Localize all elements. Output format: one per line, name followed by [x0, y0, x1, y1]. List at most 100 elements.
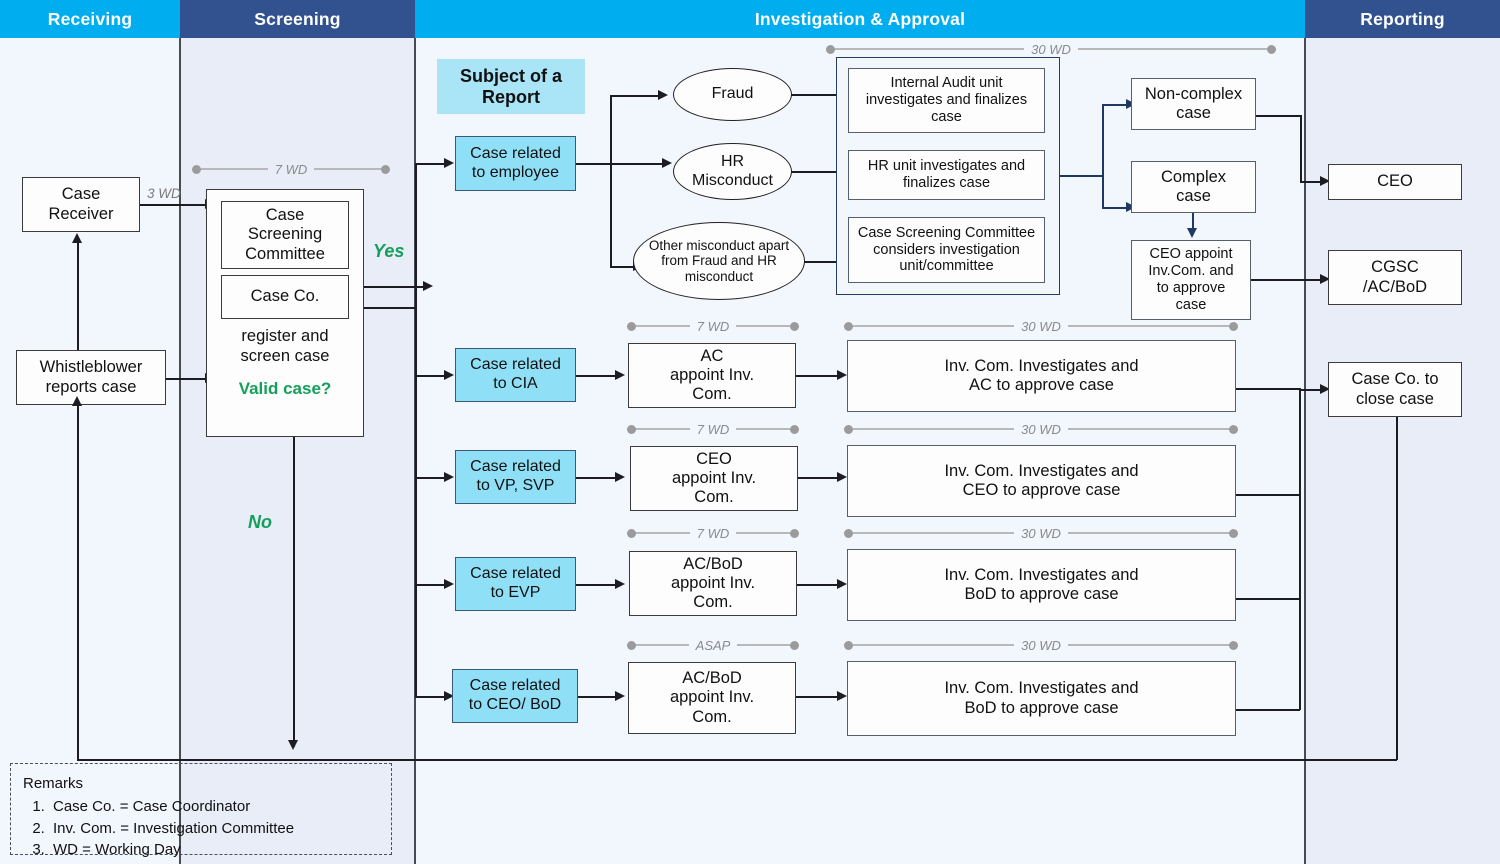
- row4-appoint-line1: AC/BoD: [682, 669, 742, 688]
- connector-split-to-fraud: [610, 95, 660, 97]
- node-case-screening-committee-considers[interactable]: Case Screening Committee considers inves…: [848, 217, 1045, 283]
- row1-inv-line2: AC to approve case: [969, 376, 1114, 394]
- node-case-related-to-vp-svp[interactable]: Case related to VP, SVP: [455, 450, 576, 504]
- node-row3-invcom-approve[interactable]: Inv. Com. Investigates and BoD to approv…: [847, 549, 1236, 621]
- dot: [627, 640, 636, 650]
- node-case-receiver[interactable]: Case Receiver: [22, 177, 140, 232]
- node-non-complex-case[interactable]: Non-complex case: [1131, 78, 1256, 130]
- arrowhead-to-hr: [662, 158, 672, 168]
- connector-employee-out: [576, 163, 611, 165]
- connector-ceoappoint-to-cgsc: [1251, 279, 1322, 281]
- hr-line2: Misconduct: [692, 171, 773, 189]
- duration-label-row2-appoint: 7 WD: [696, 421, 730, 437]
- connector-to-cia-box: [415, 375, 445, 377]
- bar: [736, 325, 790, 327]
- node-report-ceo[interactable]: CEO: [1328, 164, 1462, 200]
- duration-label-row1-inv: 30 WD: [1021, 318, 1061, 334]
- arrowhead-to-evp-box: [444, 579, 454, 589]
- branch-label-no: No: [248, 512, 272, 532]
- dot: [1229, 640, 1239, 650]
- connector-to-noncomplex: [1102, 104, 1128, 106]
- hrunit-line2: finalizes case: [902, 175, 991, 191]
- duration-label-top: 30 WD: [1031, 41, 1071, 57]
- csc-line3: Committee: [245, 244, 325, 263]
- node-case-related-to-ceo-bod[interactable]: Case related to CEO/ BoD: [452, 669, 578, 723]
- node-case-co[interactable]: Case Co.: [221, 275, 349, 319]
- connector-to-evp-box: [415, 584, 445, 586]
- lane-header-screening: Screening: [180, 0, 415, 38]
- connector-row4-out: [1236, 709, 1300, 711]
- row2-appoint-line1: CEO: [696, 449, 732, 468]
- duration-dot-left: [192, 164, 201, 174]
- arrowhead-ceobod-to-appoint: [615, 691, 625, 701]
- node-row1-invcom-approve[interactable]: Inv. Com. Investigates and AC to approve…: [847, 340, 1236, 412]
- arrowhead-row3-to-inv: [837, 579, 847, 589]
- connector-complex-to-ceoappoint: [1192, 213, 1194, 231]
- connector-cia-to-appoint: [576, 375, 616, 377]
- connector-to-ceobod-box: [415, 696, 445, 698]
- connector-row3-appoint-to-inv: [797, 584, 838, 586]
- bar: [636, 532, 690, 534]
- noncomplex-line1: Non-complex: [1144, 84, 1243, 103]
- connector-employee-riser: [415, 163, 417, 308]
- node-report-case-co-close-case[interactable]: Case Co. to close case: [1328, 362, 1462, 417]
- node-hr-unit[interactable]: HR unit investigates and finalizes case: [848, 150, 1045, 200]
- connector-row1-out: [1236, 388, 1300, 390]
- bar: [636, 325, 690, 327]
- other-line2: from Fraud and HR: [661, 253, 777, 269]
- node-internal-audit-unit[interactable]: Internal Audit unit investigates and fin…: [848, 68, 1045, 133]
- lane-background-reporting: [1305, 38, 1500, 864]
- dot: [790, 321, 799, 331]
- other-line3: misconduct: [684, 268, 754, 284]
- node-row4-appoint-invcom[interactable]: AC/BoD appoint Inv. Com.: [628, 662, 796, 734]
- csc-line2: Screening: [247, 225, 323, 244]
- arrowhead-cia-to-appoint: [615, 370, 625, 380]
- node-row4-invcom-approve[interactable]: Inv. Com. Investigates and BoD to approv…: [847, 661, 1236, 736]
- node-case-screening-committee[interactable]: Case Screening Committee: [221, 201, 349, 269]
- node-row3-appoint-invcom[interactable]: AC/BoD appoint Inv. Com.: [629, 551, 797, 616]
- connector-to-ceo-report: [1300, 181, 1322, 183]
- bar: [1067, 532, 1230, 534]
- node-whistleblower-reports-case[interactable]: Whistleblower reports case: [16, 350, 166, 405]
- noncomplex-line2: case: [1176, 104, 1211, 122]
- row1-inv-line1: Inv. Com. Investigates and: [944, 356, 1139, 375]
- arrowhead-evp-to-appoint: [615, 579, 625, 589]
- row1-case-line1: Case related: [470, 356, 561, 374]
- connector-yes-top: [364, 286, 424, 288]
- lane-background-receiving: [0, 38, 180, 864]
- arrowhead-to-ceobod-box: [444, 691, 454, 701]
- duration-label-3wd: 3 WD: [147, 186, 181, 201]
- arrowhead-row2-to-inv: [837, 472, 847, 482]
- node-row2-appoint-invcom[interactable]: CEO appoint Inv. Com.: [630, 446, 798, 511]
- node-ceo-appoint-invcom[interactable]: CEO appoint Inv.Com. and to approve case: [1131, 240, 1251, 320]
- row3-case-line2: to EVP: [490, 584, 541, 601]
- connector-employee-split-riser: [610, 95, 612, 267]
- node-hr-misconduct[interactable]: HR Misconduct: [673, 143, 792, 200]
- connector-yes-trunk-h: [364, 307, 416, 309]
- row4-appoint-line3: Com.: [692, 707, 732, 726]
- arrowhead-complex-to-ceoappoint: [1187, 228, 1197, 238]
- node-screening-container[interactable]: Case Screening Committee Case Co. regist…: [206, 189, 364, 437]
- row4-inv-line1: Inv. Com. Investigates and: [944, 679, 1139, 698]
- duration-bar-right: [314, 168, 381, 170]
- node-row2-invcom-approve[interactable]: Inv. Com. Investigates and CEO to approv…: [847, 445, 1236, 517]
- subject-line2: Report: [482, 86, 540, 107]
- connector-collector-to-close: [1299, 389, 1322, 391]
- node-other-misconduct[interactable]: Other misconduct apart from Fraud and HR…: [633, 222, 805, 300]
- node-case-related-to-evp[interactable]: Case related to EVP: [455, 557, 576, 611]
- duration-label-row4-inv: 30 WD: [1021, 637, 1061, 653]
- node-case-related-to-employee[interactable]: Case related to employee: [455, 136, 576, 191]
- connector-noncomplex-drop: [1300, 115, 1302, 182]
- connector-whistleblower-to-receiver: [77, 242, 79, 350]
- arrowhead-to-fraud: [658, 90, 668, 100]
- arrowhead-row4-to-inv: [837, 691, 847, 701]
- duration-label-row3-appoint: 7 WD: [696, 525, 730, 541]
- node-case-related-to-cia[interactable]: Case related to CIA: [455, 348, 576, 402]
- node-complex-case[interactable]: Complex case: [1131, 161, 1256, 213]
- node-report-cgsc-ac-bod[interactable]: CGSC /AC/BoD: [1328, 250, 1462, 305]
- node-fraud[interactable]: Fraud: [673, 68, 792, 121]
- arrowhead-to-ceo-report: [1320, 176, 1330, 186]
- node-row1-appoint-invcom[interactable]: AC appoint Inv. Com.: [628, 343, 796, 408]
- duration-dot-left-top: [826, 44, 835, 54]
